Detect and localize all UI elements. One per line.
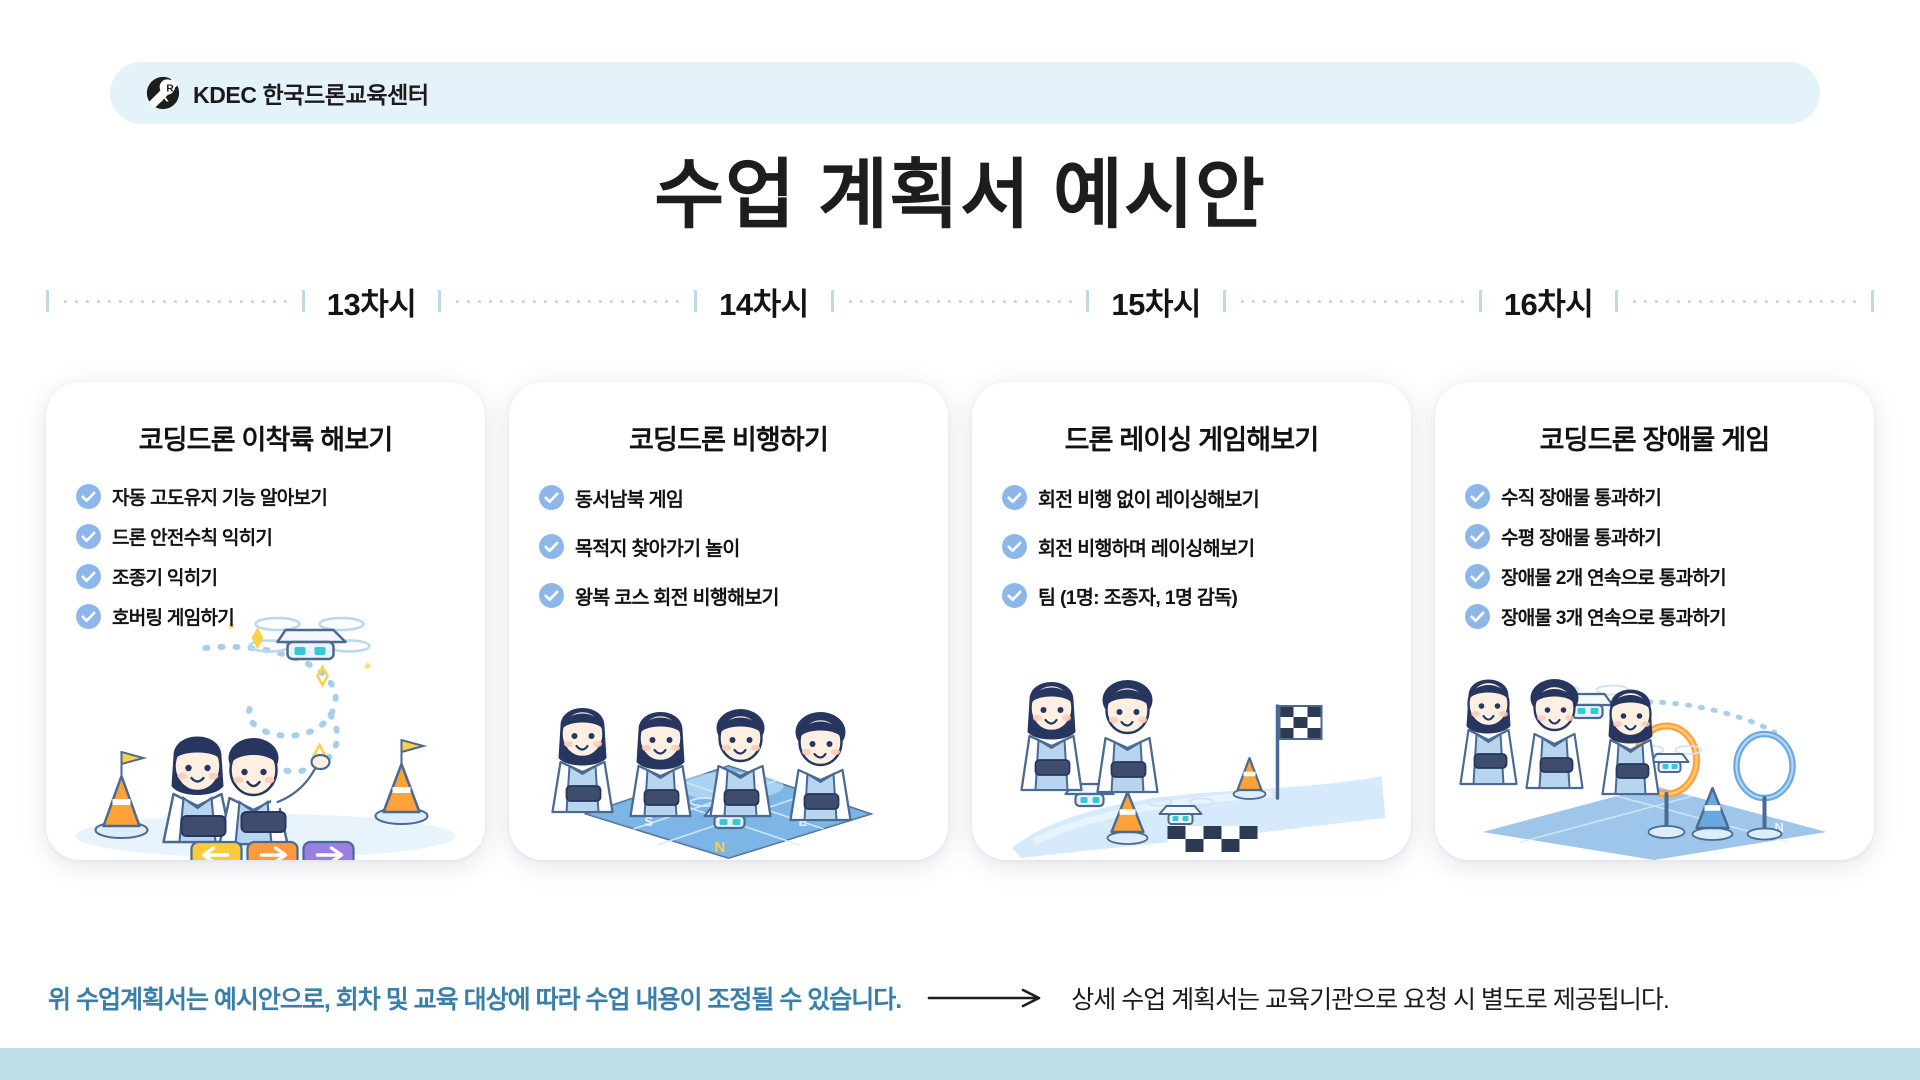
list-item-label: 수평 장애물 통과하기 xyxy=(1501,528,1662,549)
check-circle-icon xyxy=(1465,484,1490,509)
card-item-list: 동서남북 게임 목적지 찾아가기 놀이 왕복 코스 회전 비행해보기 xyxy=(539,483,948,610)
list-item: 수직 장애물 통과하기 xyxy=(1465,483,1874,510)
list-item-label: 자동 고도유지 기능 알아보기 xyxy=(112,488,328,509)
header-brand-bar: K R KDEC 한국드론교육센터 xyxy=(110,62,1820,124)
rail-tick xyxy=(1615,290,1619,312)
list-item: 자동 고도유지 기능 알아보기 xyxy=(76,483,485,510)
rail-dots xyxy=(56,299,295,303)
rail-tick xyxy=(1871,290,1875,312)
session-card-14[interactable]: 코딩드론 비행하기 동서남북 게임 목적지 찾아가기 놀이 왕복 코스 회전 비… xyxy=(509,382,948,860)
svg-text:E: E xyxy=(799,814,808,829)
session-label-14: 14차시 xyxy=(719,286,809,322)
rail-tick xyxy=(301,290,305,312)
card-item-list: 수직 장애물 통과하기 수평 장애물 통과하기 장애물 2개 연속으로 통과하기… xyxy=(1465,483,1874,630)
list-item-label: 드론 안전수칙 익히기 xyxy=(112,528,273,549)
list-item: 조종기 익히기 xyxy=(76,563,485,590)
rail-dots xyxy=(448,299,688,303)
svg-text:R: R xyxy=(166,83,174,94)
list-item: 왕복 코스 회전 비행해보기 xyxy=(539,581,948,610)
check-circle-icon xyxy=(76,564,101,589)
check-circle-icon xyxy=(76,484,101,509)
svg-text:S: S xyxy=(645,814,654,829)
list-item-label: 회전 비행 없이 레이싱해보기 xyxy=(1038,489,1260,511)
rail-tick xyxy=(1478,290,1482,312)
footer: 위 수업계획서는 예시안으로, 회차 및 교육 대상에 따라 수업 내용이 조정… xyxy=(48,972,1872,1024)
session-label-15: 15차시 xyxy=(1111,286,1201,322)
brand: K R KDEC 한국드론교육센터 xyxy=(146,76,429,110)
check-circle-icon xyxy=(539,485,564,510)
list-item: 목적지 찾아가기 놀이 xyxy=(539,532,948,561)
list-item-label: 목적지 찾아가기 놀이 xyxy=(575,538,740,560)
list-item: 동서남북 게임 xyxy=(539,483,948,512)
list-item: 장애물 2개 연속으로 통과하기 xyxy=(1465,563,1874,590)
card-item-list: 자동 고도유지 기능 알아보기 드론 안전수칙 익히기 조종기 익히기 호버링 … xyxy=(76,483,485,630)
list-item-label: 팀 (1명: 조종자, 1명 감독) xyxy=(1038,587,1238,609)
session-card-13[interactable]: 코딩드론 이착륙 해보기 자동 고도유지 기능 알아보기 드론 안전수칙 익히기… xyxy=(46,382,485,860)
list-item: 회전 비행하며 레이싱해보기 xyxy=(1002,532,1411,561)
card-title: 드론 레이싱 게임해보기 xyxy=(1064,425,1320,455)
session-label-16: 16차시 xyxy=(1503,286,1594,322)
rail-dots xyxy=(840,299,1080,303)
list-item-label: 왕복 코스 회전 비행해보기 xyxy=(575,587,779,609)
session-cards: 코딩드론 이착륙 해보기 자동 고도유지 기능 알아보기 드론 안전수칙 익히기… xyxy=(46,382,1874,860)
check-circle-icon xyxy=(76,524,101,549)
session-card-16[interactable]: 코딩드론 장애물 게임 수직 장애물 통과하기 수평 장애물 통과하기 장애물 … xyxy=(1435,382,1874,860)
check-circle-icon xyxy=(1002,534,1027,559)
list-item-label: 장애물 2개 연속으로 통과하기 xyxy=(1501,568,1727,589)
check-circle-icon xyxy=(76,604,101,629)
rail-dots xyxy=(1625,299,1865,303)
list-item-label: 호버링 게임하기 xyxy=(112,608,235,629)
check-circle-icon xyxy=(539,583,564,608)
list-item-label: 장애물 3개 연속으로 통과하기 xyxy=(1501,608,1727,629)
check-circle-icon xyxy=(1465,564,1490,589)
rail-tick xyxy=(830,290,834,312)
card-title: 코딩드론 이착륙 해보기 xyxy=(138,425,394,455)
check-circle-icon xyxy=(1002,485,1027,510)
session-rail: 13차시 14차시 15차시 16차시 xyxy=(46,282,1875,322)
illustration-racing-track xyxy=(972,580,1411,860)
card-title: 코딩드론 비행하기 xyxy=(628,425,829,455)
long-right-arrow-icon xyxy=(927,987,1045,1009)
list-item: 호버링 게임하기 xyxy=(76,603,485,630)
check-circle-icon xyxy=(1465,604,1490,629)
brand-name: KDEC 한국드론교육센터 xyxy=(193,82,429,108)
session-label-13: 13차시 xyxy=(326,286,417,322)
svg-text:N: N xyxy=(715,839,726,856)
list-item: 회전 비행 없이 레이싱해보기 xyxy=(1002,483,1411,512)
footer-detail: 상세 수업 계획서는 교육기관으로 요청 시 별도로 제공됩니다. xyxy=(1071,986,1670,1014)
rail-tick xyxy=(46,290,49,312)
check-circle-icon xyxy=(539,534,564,559)
rail-tick xyxy=(1086,290,1090,312)
check-circle-icon xyxy=(1465,524,1490,549)
card-item-list: 회전 비행 없이 레이싱해보기 회전 비행하며 레이싱해보기 팀 (1명: 조종… xyxy=(1002,483,1411,610)
list-item-label: 수직 장애물 통과하기 xyxy=(1501,488,1662,509)
rail-tick xyxy=(438,290,442,312)
kdec-kr-logo-icon: K R xyxy=(146,76,180,110)
svg-text:K: K xyxy=(160,90,170,105)
list-item-label: 조종기 익히기 xyxy=(112,568,218,589)
check-circle-icon xyxy=(1002,583,1027,608)
list-item: 팀 (1명: 조종자, 1명 감독) xyxy=(1002,581,1411,610)
card-title: 코딩드론 장애물 게임 xyxy=(1539,425,1771,455)
bottom-accent-bar xyxy=(0,1048,1920,1080)
footer-note: 위 수업계획서는 예시안으로, 회차 및 교육 대상에 따라 수업 내용이 조정… xyxy=(48,986,902,1014)
illustration-compass-grid: N S E xyxy=(509,580,948,860)
svg-text:N: N xyxy=(1775,820,1784,835)
list-item-label: 회전 비행하며 레이싱해보기 xyxy=(1038,538,1255,560)
session-card-15[interactable]: 드론 레이싱 게임해보기 회전 비행 없이 레이싱해보기 회전 비행하며 레이싱… xyxy=(972,382,1411,860)
list-item: 드론 안전수칙 익히기 xyxy=(76,523,485,550)
rail-tick xyxy=(694,290,698,312)
list-item: 수평 장애물 통과하기 xyxy=(1465,523,1874,550)
list-item: 장애물 3개 연속으로 통과하기 xyxy=(1465,603,1874,630)
page-title: 수업 계획서 예시안 xyxy=(654,153,1266,238)
list-item-label: 동서남북 게임 xyxy=(575,489,684,511)
rail-dots xyxy=(1232,299,1472,303)
rail-tick xyxy=(1222,290,1226,312)
